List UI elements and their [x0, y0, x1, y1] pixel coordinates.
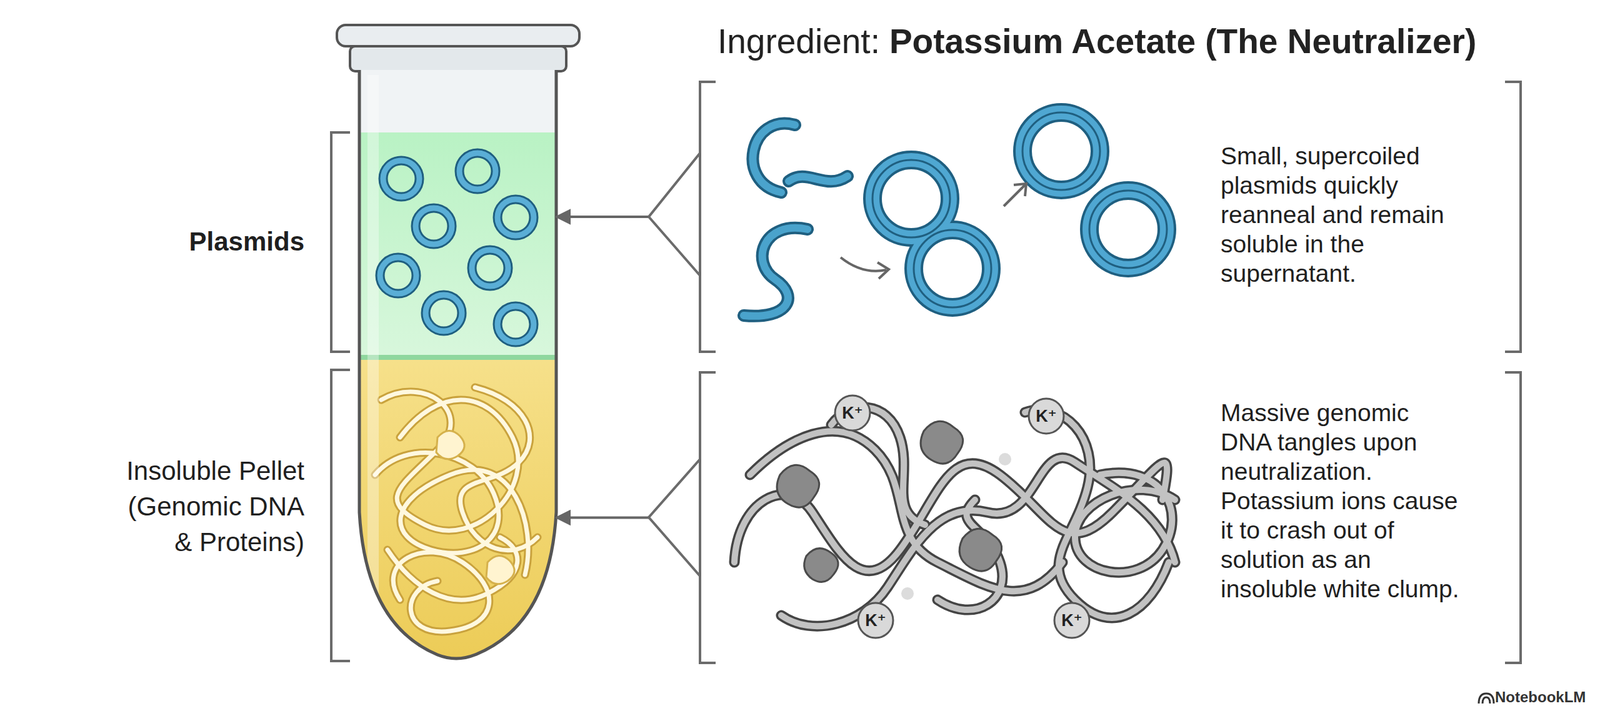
ion-label: K⁺ — [856, 608, 895, 634]
title-prefix: Ingredient: — [717, 21, 880, 62]
potassium-ion — [835, 395, 1090, 639]
layer-sublabel: (Genomic DNA & Proteins) — [116, 488, 305, 560]
pointer-arrow — [556, 516, 649, 520]
tube-plasmids — [380, 153, 534, 343]
supernatant-layer: Plasmids — [359, 132, 557, 358]
plasmid-strands — [743, 123, 848, 317]
layer-label: Plasmids — [116, 223, 305, 260]
genomic-dna-tangle — [734, 407, 1175, 627]
layer-label: Insoluble Pellet — [116, 453, 305, 489]
bracket — [648, 81, 1521, 664]
renatured-plasmids — [872, 112, 1167, 308]
description-text: Small, supercoiled plasmids quickly rean… — [1220, 141, 1462, 289]
diagram-title: Potassium Acetate (The Neutralizer) — [889, 21, 1477, 62]
description-text: Massive genomic DNA tangles upon neutral… — [1220, 398, 1462, 604]
ion-label: K⁺ — [1053, 608, 1091, 634]
genomic-panel: Massive genomic DNA tangles upon neutral… — [648, 372, 1521, 664]
bracket — [331, 132, 350, 662]
ion-label: K⁺ — [1027, 403, 1065, 429]
watermark-icon — [1478, 693, 1494, 704]
process-arrow — [840, 183, 1027, 279]
ion-label: K⁺ — [833, 400, 872, 426]
title-bar: Ingredient:Potassium Acetate (The Neutra… — [717, 21, 1477, 62]
pointer-arrow — [556, 215, 649, 219]
microcentrifuge-tube — [336, 25, 580, 673]
watermark: NotebookLM — [1495, 688, 1586, 707]
plasmid-panel: Small, supercoiled plasmids quickly rean… — [648, 81, 1521, 352]
pellet-layer: Insoluble Pellet(Genomic DNA & Proteins) — [359, 359, 557, 660]
